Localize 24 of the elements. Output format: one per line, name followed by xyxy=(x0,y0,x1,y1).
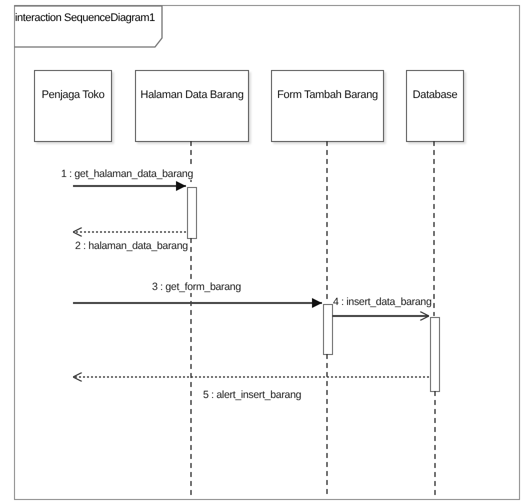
message-label: 4 : insert_data_barang xyxy=(333,296,432,308)
frame-title: interaction SequenceDiagram1 xyxy=(15,12,155,24)
lifeline-name: Database xyxy=(412,89,458,101)
message-label: 5 : alert_insert_barang xyxy=(203,389,302,401)
lifeline-head xyxy=(406,70,464,142)
message-arrow xyxy=(73,181,186,191)
activation-bar xyxy=(323,304,333,355)
message-label: 2 : halaman_data_barang xyxy=(75,240,188,252)
lifeline-head xyxy=(34,70,112,142)
lifeline-name: Penjaga Toko xyxy=(42,89,104,101)
message-label: 3 : get_form_barang xyxy=(152,281,241,293)
lifeline-name: Form Tambah Barang xyxy=(277,89,378,101)
activation-bar xyxy=(187,187,197,239)
lifeline xyxy=(433,141,435,316)
message-label: 1 : get_halaman_data_barang xyxy=(61,168,194,180)
lifeline-name: Halaman Data Barang xyxy=(140,89,244,101)
interaction-frame xyxy=(14,5,520,500)
lifeline-head xyxy=(271,70,384,142)
activation-bar xyxy=(430,317,440,392)
lifeline-head xyxy=(135,70,249,142)
message-arrow xyxy=(73,298,322,308)
message-arrow xyxy=(72,226,186,238)
message-arrow xyxy=(72,372,429,382)
message-arrow xyxy=(332,310,430,322)
